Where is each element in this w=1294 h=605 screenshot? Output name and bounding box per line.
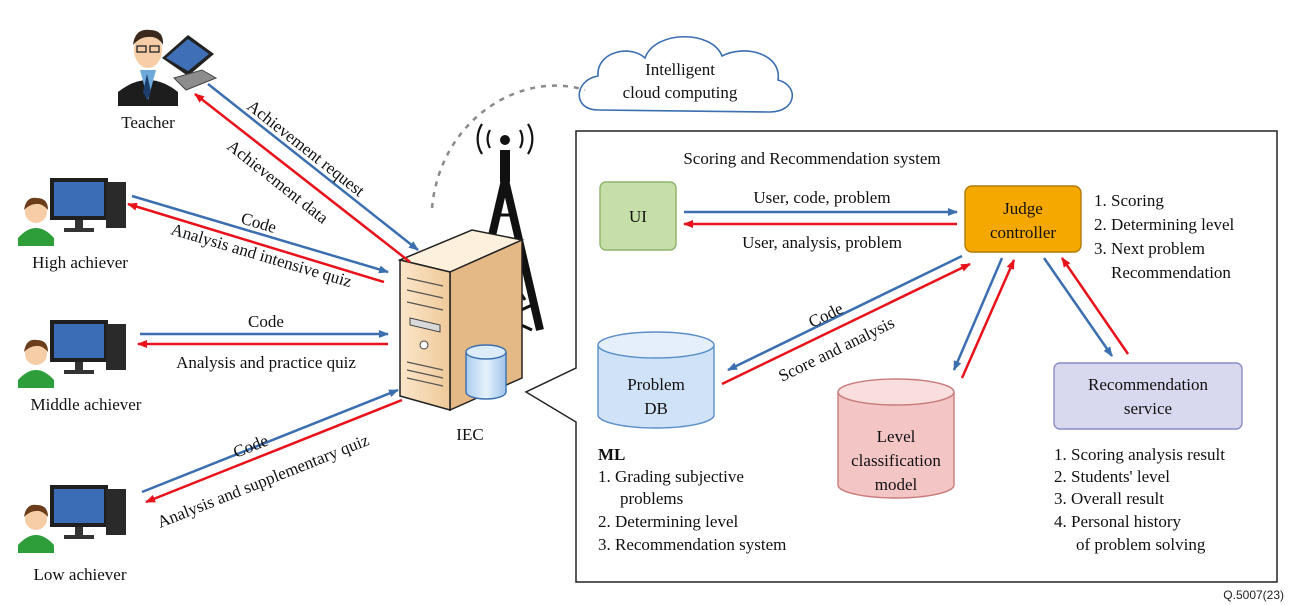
problem-db-cylinder [597,331,715,429]
ui-label: UI [629,207,647,226]
level-label-line3: model [875,475,918,494]
problem-db-label-line1: Problem [627,375,685,394]
level-to-judge-arrow [960,259,1016,379]
low-quiz-arrow [145,398,403,504]
rec-item-3: 3. Overall result [1054,489,1164,508]
rec-item-4-cont: of problem solving [1076,535,1206,554]
judge-task-3-cont: Recommendation [1111,263,1231,282]
iec-server-icon [397,229,525,412]
rec-label-line1: Recommendation [1088,375,1208,394]
low-achiever-icon [18,485,126,553]
system-callout-box [524,130,1278,583]
level-model-cylinder [837,378,955,499]
ml-item-1-cont: problems [620,489,683,508]
rec-label-line2: service [1124,399,1172,418]
judge-label-line1: Judge [1003,199,1043,218]
rec-to-judge-arrow [1060,257,1130,355]
judge-to-rec-arrow [1042,257,1114,357]
figure-id: Q.5007(23) [1223,588,1284,602]
recommendation-service-box [1053,362,1243,430]
high-achiever-icon [18,178,126,246]
recommendation-list: 1. Scoring analysis result 2. Students' … [1054,445,1225,554]
judge-to-level-arrow [952,257,1004,371]
high-code-arrow [131,194,389,274]
level-label-line2: classification [851,451,941,470]
low-code-arrow [141,388,399,494]
judge-label-line2: controller [990,223,1056,242]
judge-task-1: 1. Scoring [1094,191,1164,210]
judge-controller-box [964,185,1082,253]
teacher-request-arrow [207,83,419,251]
cloud: Intelligent cloud computing [578,36,794,113]
teacher-request-label: Achievement request [244,96,369,200]
db-to-judge-arrow [721,262,971,386]
cloud-label-line2: cloud computing [623,83,738,102]
low-achiever-label: Low achiever [34,565,127,584]
high-achiever-label: High achiever [32,253,128,272]
middle-achiever-label: Middle achiever [31,395,142,414]
middle-achiever-icon [18,320,126,388]
rec-item-2: 2. Students' level [1054,467,1170,486]
judge-task-list: 1. Scoring 2. Determining level 3. Next … [1094,191,1234,282]
problem-db-label-line2: DB [644,399,668,418]
rec-item-1: 1. Scoring analysis result [1054,445,1225,464]
high-quiz-arrow [127,202,385,284]
teacher-icon [118,29,218,106]
cloud-label-line1: Intelligent [645,60,715,79]
judge-to-ui-label: User, analysis, problem [742,233,902,252]
ml-title: ML [598,445,625,464]
teacher-label: Teacher [121,113,175,132]
ui-box [599,181,677,251]
iec-label: IEC [456,425,483,444]
ml-item-3: 3. Recommendation system [598,535,786,554]
iec-db-icon [465,344,507,400]
system-title: Scoring and Recommendation system [683,149,940,168]
judge-to-db-arrow [727,254,963,372]
judge-task-3: 3. Next problem [1094,239,1205,258]
ml-list: ML 1. Grading subjective problems 2. Det… [598,445,786,554]
rec-item-4: 4. Personal history [1054,512,1182,531]
ml-item-2: 2. Determining level [598,512,738,531]
judge-task-2: 2. Determining level [1094,215,1234,234]
middle-quiz-label: Analysis and practice quiz [176,353,356,372]
ml-item-1: 1. Grading subjective [598,467,744,486]
teacher-data-arrow [194,93,411,263]
ui-to-judge-label: User, code, problem [753,188,890,207]
middle-code-label: Code [248,312,284,331]
level-label-line1: Level [877,427,916,446]
low-code-label: Code [230,431,270,462]
